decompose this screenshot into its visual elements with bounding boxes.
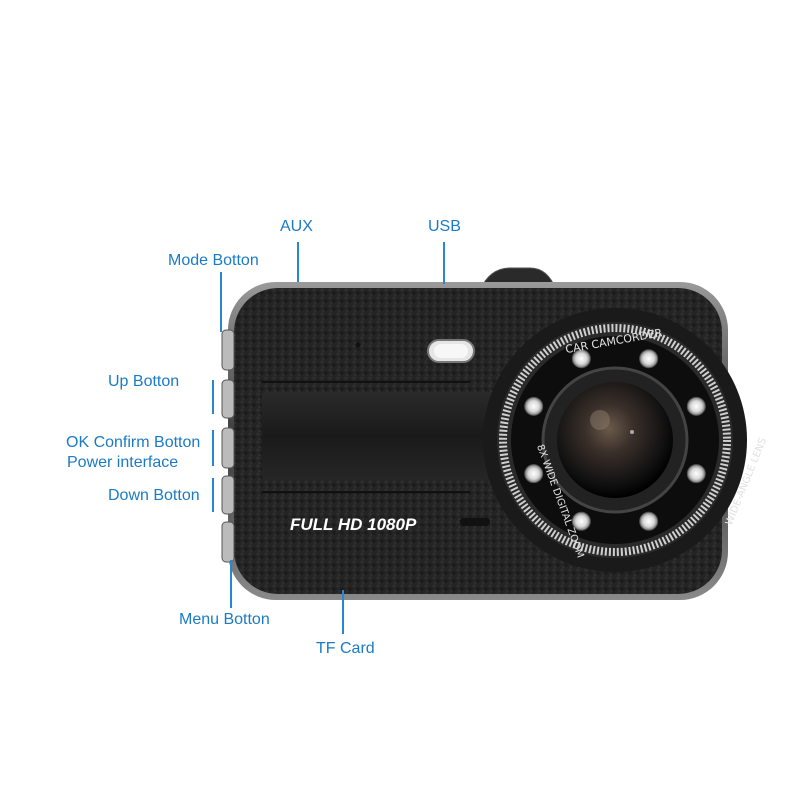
ok-button-label: OK Confirm Botton [66,434,201,451]
mode-button-label: Mode Botton [168,252,259,269]
ok-leader [212,430,214,466]
aux-leader [297,242,299,282]
led-light [524,396,544,416]
led-light [639,511,659,531]
aux-label: AUX [280,218,313,235]
led-light [571,511,591,531]
front-text: FULL HD 1080P [290,515,417,534]
power-interface-label: Power interface [67,454,179,471]
up-button-label: Up Botton [108,373,180,390]
led-light [686,396,706,416]
mode-leader [220,272,222,332]
led-light [686,464,706,484]
led-light [524,464,544,484]
down-button-label: Down Botton [108,487,200,504]
tf-leader [342,590,344,634]
led-light [571,349,591,369]
menu-leader [230,560,232,608]
tf-card-label: TF Card [316,640,375,657]
up-leader [212,380,214,414]
led-light [639,349,659,369]
menu-button-label: Menu Botton [179,611,270,628]
usb-label: USB [428,218,461,235]
down-leader [212,478,214,512]
usb-leader [443,242,445,284]
